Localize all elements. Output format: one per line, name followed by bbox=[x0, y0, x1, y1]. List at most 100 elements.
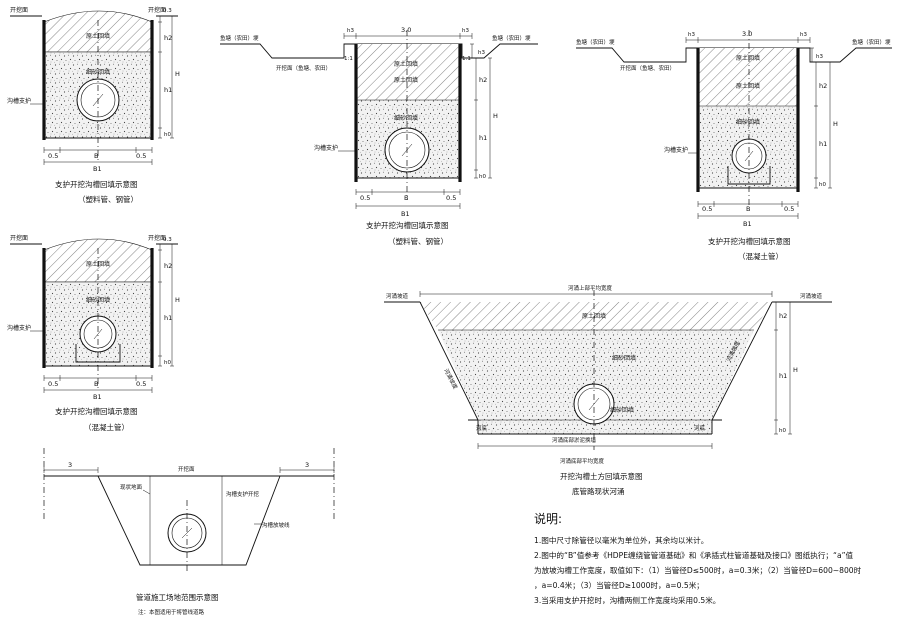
dim-h3: h3 bbox=[478, 50, 485, 56]
dim-0.5: 0.5 bbox=[784, 205, 794, 213]
notes-title: 说明: bbox=[534, 512, 563, 526]
dim-h3: h3 bbox=[688, 32, 695, 38]
dim-3: 3 bbox=[68, 461, 72, 469]
label-original-backfill: 原土回填 bbox=[86, 260, 110, 268]
label-trench-support: 沟槽支护 bbox=[7, 324, 31, 332]
dim-h2: h2 bbox=[164, 34, 172, 42]
dim-bottom bbox=[43, 375, 153, 381]
caption-title: 支护开挖沟槽回填示意图 bbox=[55, 179, 138, 189]
dim-H: H bbox=[493, 112, 498, 120]
dim-0.5: 0.5 bbox=[360, 194, 370, 202]
dim-0.5: 0.5 bbox=[48, 380, 58, 388]
dim-H bbox=[170, 243, 174, 367]
label-trench-support: 沟槽支护 bbox=[314, 144, 338, 152]
dim-0.3: 0.3 bbox=[163, 8, 172, 14]
caption-title: 支护开挖沟槽回填示意图 bbox=[708, 236, 791, 246]
caption-sub: 注：本图适用于将管线道路 bbox=[138, 608, 205, 616]
notes-line-1: 1.图中尺寸除管径以毫米为单位外，其余均以米计。 bbox=[534, 536, 709, 545]
pipe-mark bbox=[93, 328, 103, 340]
dim-3-left bbox=[43, 467, 99, 473]
dim-h0: h0 bbox=[164, 132, 171, 138]
diagram-support-trench-concrete-2: 开挖面 开挖面 原土回填 细砂回填 沟槽支护 0.3 h2 h1 h0 H 0.… bbox=[7, 234, 180, 432]
dim-3.0: 3.0 bbox=[742, 30, 752, 38]
pipe-inner bbox=[388, 131, 426, 169]
dim-right bbox=[474, 57, 478, 179]
label-fine-sand: 细砂回填 bbox=[86, 68, 110, 76]
label-fish-pond: 鱼塘（农田）埂 bbox=[492, 34, 531, 42]
dim-0.5: 0.5 bbox=[446, 194, 456, 202]
label-trench-slope-line: 沟槽放坡线 bbox=[262, 521, 290, 529]
dim-right bbox=[158, 243, 162, 367]
label-slope: 1:1 bbox=[344, 56, 353, 62]
diagram-support-trench-concrete-1: 鱼塘（农田）埂 鱼塘（农田）埂 开挖面（鱼塘、农田） 原土回填 原土回填 细砂回… bbox=[576, 30, 892, 261]
label-river-bottom: 河底 bbox=[694, 424, 706, 432]
trench-slope-outline bbox=[97, 475, 281, 566]
notes-line-2: 2.图中的“B”值参考《HDPE缠绕管管道基础》和《承插式柱管道基础及接口》图纸… bbox=[534, 551, 854, 560]
dim-H: H bbox=[175, 70, 180, 78]
label-fish-pond: 鱼塘（农田）埂 bbox=[220, 34, 259, 42]
support-walls bbox=[696, 48, 800, 192]
dim-h1: h1 bbox=[164, 314, 172, 322]
diagram-support-trench-plastic-2: 鱼塘（农田）埂 鱼塘（农田）埂 开挖面（鱼塘、农田） 1:1 1:1 原土回填 … bbox=[220, 26, 538, 246]
dim-bottom-width bbox=[477, 443, 713, 449]
dim-h0: h0 bbox=[779, 428, 786, 434]
dim-bottom bbox=[43, 147, 153, 153]
label-excavation-surface: 开挖面 bbox=[10, 234, 28, 242]
label-river-slope: 河涌坡道 bbox=[386, 292, 409, 300]
dim-B1 bbox=[697, 213, 799, 219]
original-soil-fill bbox=[356, 44, 460, 100]
notes-block: 说明: 1.图中尺寸除管径以毫米为单位外，其余均以米计。 2.图中的“B”值参考… bbox=[534, 510, 894, 608]
diagram-river-trench-backfill: 河涌坡道 河涌坡道 原土回填 细砂回填 细砂回填 河涌底部淤泥换填 河底 河底 … bbox=[384, 284, 832, 496]
caption-sub: （混凝土管） bbox=[738, 251, 783, 261]
dim-3.0: 3.0 bbox=[401, 26, 411, 34]
dim-H bbox=[828, 61, 832, 189]
dim-0.3: 0.3 bbox=[163, 237, 172, 243]
diagram-support-trench-plastic-1: 开挖面 开挖面 原土回填 细砂回填 沟槽支护 0.3 h2 h1 h0 H 0.… bbox=[7, 6, 180, 204]
caption-title: 管道施工场地范围示意图 bbox=[136, 592, 219, 602]
support-walls bbox=[42, 20, 154, 140]
dim-h3: h3 bbox=[800, 32, 807, 38]
dim-h1: h1 bbox=[819, 140, 827, 148]
notes-line-5: 3.当采用支护开挖时，沟槽两侧工作宽度均采用0.5米。 bbox=[534, 596, 721, 605]
dim-h3-vert bbox=[810, 47, 814, 63]
dim-top bbox=[343, 33, 473, 39]
dim-0.5: 0.5 bbox=[136, 380, 146, 388]
dim-h1: h1 bbox=[479, 134, 487, 142]
label-original-backfill: 原土回填 bbox=[86, 32, 110, 40]
dim-H: H bbox=[793, 366, 798, 374]
dim-right bbox=[814, 61, 818, 189]
label-fish-pond: 鱼塘（农田）埂 bbox=[852, 38, 891, 46]
dim-B1 bbox=[355, 203, 461, 209]
original-soil-fill bbox=[420, 302, 772, 330]
caption-sub: （塑料管、钢管） bbox=[388, 236, 448, 246]
label-original-backfill: 原土回填 bbox=[736, 54, 760, 62]
dim-0.5: 0.5 bbox=[136, 152, 146, 160]
dim-H bbox=[488, 57, 492, 179]
dim-0.5: 0.5 bbox=[702, 205, 712, 213]
leader bbox=[142, 489, 151, 495]
label-trench-support: 沟槽支护 bbox=[664, 146, 688, 154]
label-ground-existing: 现状地面 bbox=[120, 483, 143, 491]
dim-right bbox=[158, 15, 162, 139]
dim-3: 3 bbox=[305, 461, 309, 469]
label-excavation-surface: 开挖面 bbox=[148, 234, 166, 242]
dim-B1: B1 bbox=[93, 165, 102, 173]
label-excavation-surface: 开挖面 bbox=[148, 6, 166, 14]
dim-B1 bbox=[43, 159, 153, 165]
label-fish-pond: 鱼塘（农田）埂 bbox=[576, 38, 615, 46]
support-walls bbox=[42, 248, 154, 368]
dim-H: H bbox=[175, 296, 180, 304]
dim-B1: B1 bbox=[93, 393, 102, 401]
dim-top-width bbox=[419, 291, 773, 297]
dim-h3: h3 bbox=[816, 54, 823, 60]
concrete-cradle bbox=[727, 166, 771, 185]
dim-B: B bbox=[94, 380, 98, 388]
dim-H: H bbox=[833, 120, 838, 128]
dim-0.5: 0.5 bbox=[48, 152, 58, 160]
fine-sand-fill bbox=[438, 330, 754, 420]
dim-B: B bbox=[94, 152, 98, 160]
label-slope: 1:1 bbox=[462, 56, 471, 62]
original-soil-fill bbox=[698, 48, 798, 106]
label-original-backfill: 原土回填 bbox=[736, 82, 760, 90]
